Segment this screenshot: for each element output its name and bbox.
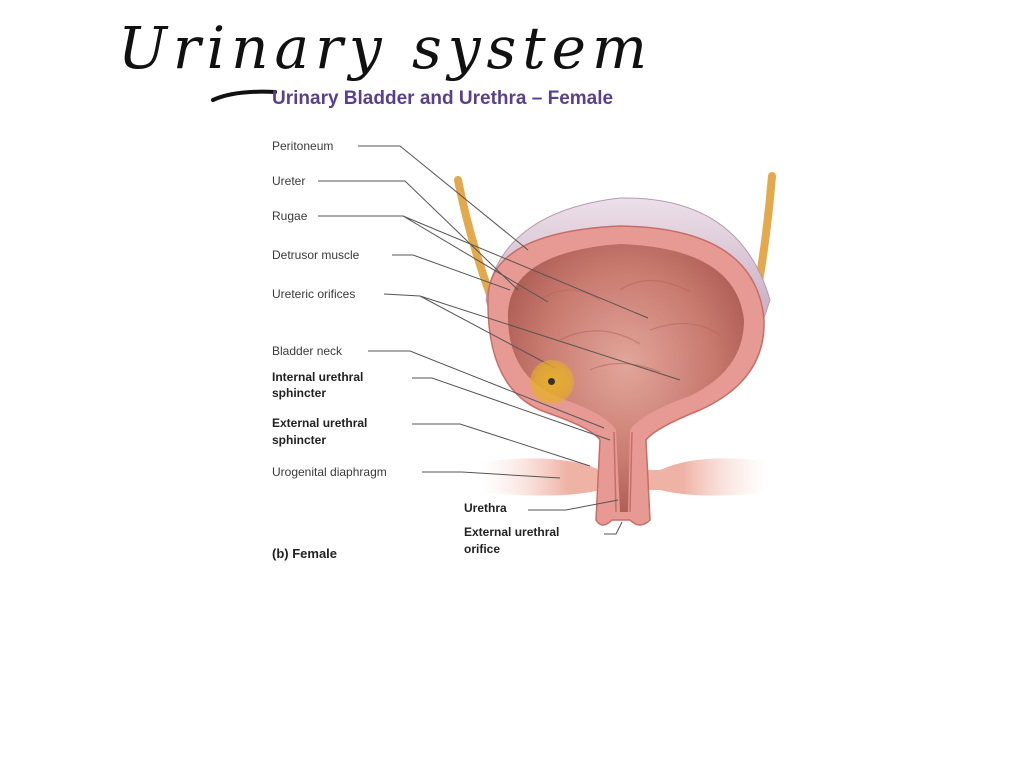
leader-peritoneum — [358, 145, 529, 251]
label-ureteric-orifices: Ureteric orifices — [272, 287, 356, 301]
leader-detrusor — [392, 254, 511, 291]
panel-label: (b) Female — [272, 546, 338, 561]
label-internal-sphincter-line1: Internal urethral — [272, 370, 364, 384]
figure-title: Urinary Bladder and Urethra – Female — [272, 88, 614, 109]
left-ureter — [454, 176, 496, 304]
ink-underline-stroke — [211, 89, 277, 102]
label-external-sphincter-line2: sphincter — [272, 433, 327, 447]
rugae-folds — [539, 279, 721, 373]
label-detrusor-muscle: Detrusor muscle — [272, 248, 360, 262]
handwritten-title: Urinary system — [118, 14, 653, 82]
urethra-channel — [613, 431, 633, 513]
cursor-pointer-dot — [548, 378, 555, 385]
label-bladder-neck: Bladder neck — [272, 344, 343, 358]
label-external-orifice-line1: External urethral — [464, 525, 560, 539]
label-external-sphincter-line1: External urethral — [272, 416, 368, 430]
label-external-orifice-line2: orifice — [464, 542, 501, 556]
bladder-lumen — [507, 244, 744, 512]
leader-external-orifice — [604, 521, 623, 535]
label-peritoneum: Peritoneum — [272, 139, 334, 153]
leader-urogenital — [422, 471, 561, 479]
leader-internal-sphincter — [412, 377, 611, 441]
label-urogenital-diaphragm: Urogenital diaphragm — [272, 465, 387, 479]
leader-ureter — [318, 180, 519, 291]
leader-ureteric-orifices — [383, 293, 681, 381]
leader-bladder-neck — [368, 350, 605, 429]
label-rugae: Rugae — [272, 209, 308, 223]
leader-external-sphincter — [412, 423, 591, 467]
leader-lines — [318, 145, 681, 535]
label-internal-sphincter-line2: sphincter — [272, 386, 327, 400]
label-urethra: Urethra — [464, 501, 507, 515]
leader-rugae — [318, 215, 649, 319]
leader-urethra — [528, 499, 619, 511]
label-ureter: Ureter — [272, 174, 306, 188]
